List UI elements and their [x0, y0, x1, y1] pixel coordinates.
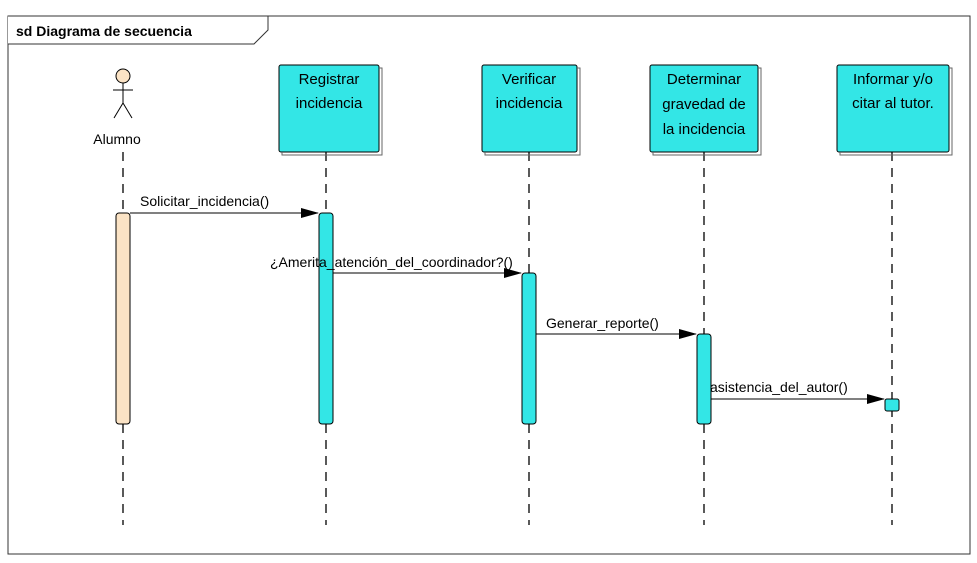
activation-verificar: [521, 272, 537, 425]
frame-title: sd Diagrama de secuencia: [16, 23, 192, 39]
message-solicitar-label: Solicitar_incidencia(): [140, 193, 269, 209]
message-amerita[interactable]: ¿Amerita_atención_del_coordinador?(): [270, 254, 522, 278]
message-generar[interactable]: Generar_reporte(): [536, 315, 697, 339]
lifeline-verificar[interactable]: Verificar incidencia: [481, 64, 581, 156]
message-asistencia-label: asistencia_del_autor(): [710, 379, 848, 395]
actor-head: [115, 68, 131, 84]
lifeline-determinar[interactable]: Determinar gravedad de la incidencia: [649, 64, 762, 156]
message-amerita-label: ¿Amerita_atención_del_coordinador?(): [270, 254, 513, 270]
lifeline-determinar-line2: gravedad de: [662, 96, 745, 113]
lifeline-verificar-line2: incidencia: [496, 95, 563, 112]
lifeline-registrar-line1: Registrar: [299, 71, 360, 88]
lifeline-lines: [122, 152, 893, 525]
activation-alumno: [115, 212, 131, 425]
lifeline-verificar-line1: Verificar: [502, 71, 556, 88]
actor-alumno[interactable]: Alumno: [93, 68, 141, 147]
activation-informar: [884, 398, 900, 412]
lifeline-determinar-line3: la incidencia: [663, 121, 746, 138]
lifeline-determinar-line1: Determinar: [667, 71, 741, 88]
actor-label: Alumno: [93, 131, 141, 147]
lifeline-informar[interactable]: Informar y/o citar al tutor.: [836, 64, 953, 156]
lifeline-informar-line2: citar al tutor.: [852, 95, 934, 112]
frame-title-tab: [8, 15, 269, 45]
lifeline-registrar[interactable]: Registrar incidencia: [278, 64, 383, 156]
activation-registrar: [318, 212, 334, 425]
message-asistencia[interactable]: asistencia_del_autor(): [710, 379, 885, 404]
lifeline-registrar-line2: incidencia: [296, 95, 363, 112]
message-solicitar[interactable]: Solicitar_incidencia(): [130, 193, 319, 218]
frame-border: [7, 15, 971, 555]
message-generar-label: Generar_reporte(): [546, 315, 659, 331]
activation-determinar: [696, 333, 712, 425]
lifeline-informar-line1: Informar y/o: [853, 71, 933, 88]
